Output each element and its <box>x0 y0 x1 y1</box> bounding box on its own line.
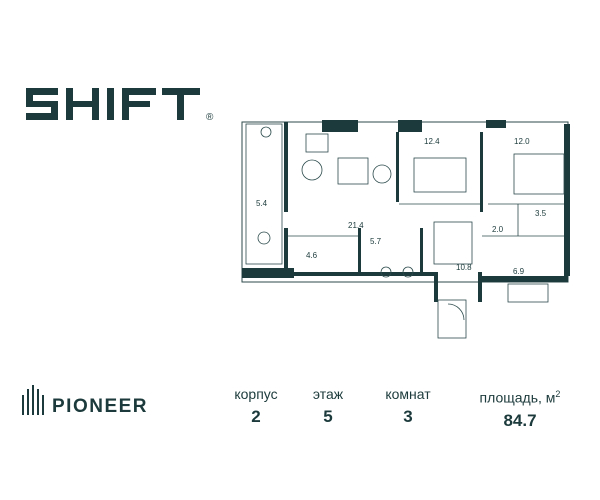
shift-wordmark: ® <box>26 88 214 122</box>
stat-floor-value: 5 <box>323 407 333 426</box>
stat-building-value: 2 <box>251 407 261 426</box>
room-area-loggia: 5.4 <box>256 199 268 208</box>
stat-area-unit-sup: 2 <box>555 389 561 399</box>
stat-area-value: 84.7 <box>503 410 537 430</box>
bars-logo-icon <box>22 385 46 415</box>
floor-plan: 5.4 21.4 12.4 12.0 3.5 2.0 4.6 5.7 10.8 … <box>238 118 578 345</box>
developer-name: PIONEER <box>52 396 149 417</box>
stat-rooms: комнат 3 <box>378 386 438 428</box>
stat-floor: этаж 5 <box>306 386 350 428</box>
room-area-wardrobe: 3.5 <box>535 209 547 218</box>
stat-building: корпус 2 <box>226 386 286 428</box>
room-area-hall-small: 4.6 <box>306 251 318 260</box>
stat-rooms-label: комнат <box>385 386 431 402</box>
room-area-hall: 10.8 <box>456 263 472 272</box>
room-area-bath-1: 5.7 <box>370 237 382 246</box>
stat-floor-label: этаж <box>312 386 344 402</box>
stat-building-label: корпус <box>234 386 278 402</box>
room-area-bath-2: 6.9 <box>513 267 525 276</box>
floor-plan-drawing: 5.4 21.4 12.4 12.0 3.5 2.0 4.6 5.7 10.8 … <box>241 120 570 339</box>
room-area-corridor: 2.0 <box>492 225 504 234</box>
room-area-bedroom-2: 12.0 <box>514 137 530 146</box>
room-area-bedroom-1: 12.4 <box>424 137 440 146</box>
room-area-living: 21.4 <box>348 221 364 230</box>
stat-rooms-value: 3 <box>403 407 413 426</box>
stat-area: площадь, м2 84.7 <box>470 386 570 432</box>
shift-logo: ® <box>22 86 222 122</box>
registered-mark: ® <box>206 112 214 122</box>
stat-area-label: площадь, м <box>479 389 556 406</box>
